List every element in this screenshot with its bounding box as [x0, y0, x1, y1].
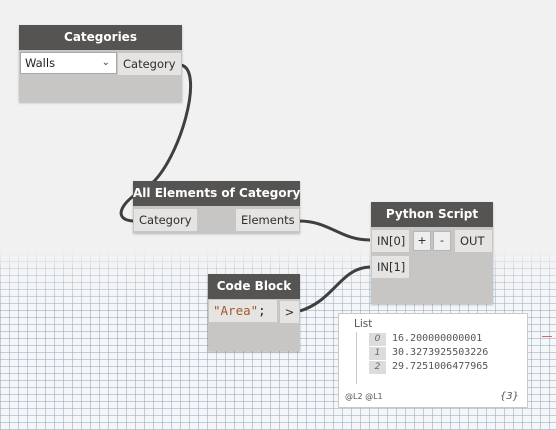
code-block-node-title: Code Block: [208, 274, 300, 299]
python-output-port[interactable]: OUT: [455, 230, 492, 252]
categories-node[interactable]: Categories Walls ⌄ Category: [19, 25, 182, 102]
preview-list-label: List: [354, 318, 373, 330]
list-value: 29.7251006477965: [392, 361, 489, 372]
code-string: "Area": [213, 303, 259, 318]
list-item: 1 30.3273925503226: [369, 346, 489, 360]
axis-marker: [542, 336, 552, 337]
wire-elements: [298, 219, 371, 242]
list-index: 2: [369, 361, 386, 374]
list-count: {3}: [499, 391, 519, 402]
list-value: 30.3273925503226: [392, 347, 489, 358]
all-elements-node[interactable]: All Elements of Category Category Elemen…: [133, 181, 300, 233]
categories-output-port[interactable]: Category: [118, 53, 181, 75]
list-levels[interactable]: @L2 @L1: [345, 392, 383, 401]
code-block-output-port[interactable]: >: [280, 301, 299, 323]
python-input-port-1[interactable]: IN[1]: [372, 256, 409, 278]
list-index: 1: [369, 347, 386, 360]
categories-node-title: Categories: [19, 25, 182, 50]
preview-tree-line: [356, 332, 357, 384]
list-index: 0: [369, 333, 386, 346]
add-input-button[interactable]: +: [413, 231, 431, 251]
code-semicolon: ;: [258, 303, 266, 318]
all-elements-input-port[interactable]: Category: [134, 209, 197, 231]
remove-input-button[interactable]: -: [433, 231, 451, 251]
list-item: 2 29.7251006477965: [369, 360, 489, 374]
python-input-port-0[interactable]: IN[0]: [372, 230, 409, 252]
python-script-node[interactable]: Python Script IN[0] IN[1] + - OUT: [371, 202, 493, 304]
code-block-node[interactable]: Code Block "Area"; >: [208, 274, 300, 351]
all-elements-output-port[interactable]: Elements: [236, 209, 299, 231]
category-dropdown-value: Walls: [25, 56, 56, 70]
list-item: 0 16.200000000001: [369, 332, 483, 346]
chevron-down-icon: ⌄: [101, 57, 110, 68]
python-script-node-title: Python Script: [371, 202, 493, 227]
list-value: 16.200000000001: [392, 333, 483, 344]
category-dropdown[interactable]: Walls ⌄: [20, 52, 117, 74]
all-elements-node-title: All Elements of Category: [133, 181, 300, 206]
code-block-editor[interactable]: "Area";: [209, 300, 277, 322]
